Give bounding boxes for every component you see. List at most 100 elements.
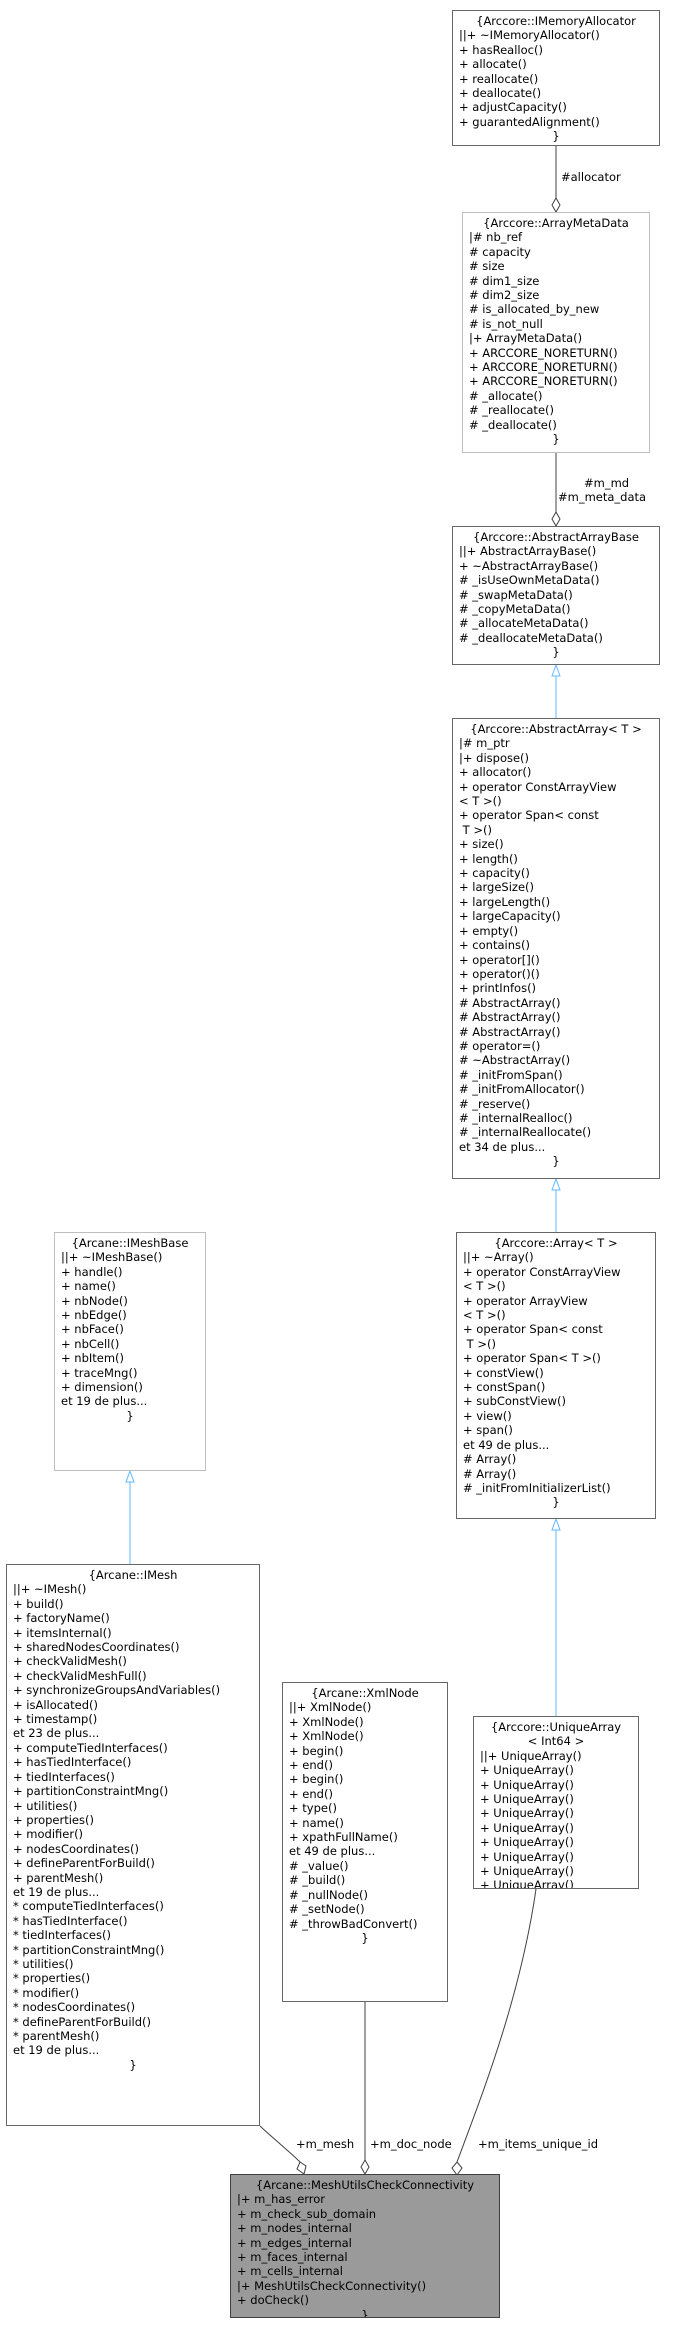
class-member: + timestamp() <box>13 1712 98 1727</box>
edge-label-m-mesh: +m_mesh <box>296 2137 355 2151</box>
class-close-brace: } <box>552 1495 560 1510</box>
inherit-arrow-array <box>551 1517 561 1531</box>
class-close-brace: } <box>126 1408 134 1423</box>
inherit-arrow-imeshbase <box>125 1469 135 1483</box>
class-member: + empty() <box>459 923 519 938</box>
class-member: < T >() <box>463 1279 506 1294</box>
class-box-abstractarraybase[interactable]: {Arccore::AbstractArrayBase||+ AbstractA… <box>452 526 660 665</box>
class-title: {Arcane::XmlNode <box>311 1686 419 1700</box>
edge-label-allocator: #allocator <box>561 170 621 184</box>
class-title: {Arccore::ArrayMetaData <box>483 216 629 230</box>
class-member: et 34 de plus... <box>459 1139 546 1154</box>
class-member: + UniqueArray() <box>480 1792 574 1807</box>
class-member: + traceMng() <box>61 1365 138 1380</box>
class-box-abstractarray[interactable]: {Arccore::AbstractArray< T >|# m_ptr|+ d… <box>452 718 660 1179</box>
class-close-brace: } <box>129 2057 137 2072</box>
class-member: et 19 de plus... <box>61 1394 148 1409</box>
class-member: + subConstView() <box>463 1394 566 1409</box>
class-box-arraymetadata[interactable]: {Arccore::ArrayMetaData|# nb_ref# capaci… <box>462 212 650 453</box>
class-member: # _nullNode() <box>289 1887 368 1902</box>
class-box-uniquearray[interactable]: {Arccore::UniqueArray< Int64 >||+ Unique… <box>473 1716 639 1889</box>
class-member: + partitionConstraintMng() <box>13 1784 169 1799</box>
class-member: + ARCCORE_NORETURN() <box>469 360 618 375</box>
edge-label-m-meta-data: #m_meta_data <box>558 490 647 504</box>
class-close-brace: } <box>552 129 560 144</box>
class-box-imesh[interactable]: {Arcane::IMesh||+ ~IMesh()+ build()+ fac… <box>6 1564 260 2126</box>
class-member: + itemsInternal() <box>13 1625 112 1640</box>
class-box-imemoryallocator[interactable]: {Arccore::IMemoryAllocator||+ ~IMemoryAl… <box>452 10 660 146</box>
class-close-brace: } <box>552 432 560 447</box>
class-title: {Arccore::UniqueArray <box>490 1720 622 1734</box>
class-title: {Arccore::AbstractArray< T > <box>470 722 642 736</box>
class-member: + size() <box>459 837 504 852</box>
inherit-arrow-abstractarraybase <box>551 663 561 677</box>
class-member: # _setNode() <box>289 1902 365 1917</box>
class-member: + build() <box>13 1596 64 1611</box>
class-member: # _isUseOwnMetaData() <box>459 573 600 588</box>
class-member: et 23 de plus... <box>13 1726 100 1741</box>
class-member: + begin() <box>289 1743 344 1758</box>
class-member: # _reserve() <box>459 1096 531 1111</box>
class-member: # size <box>469 259 505 274</box>
class-member: # _initFromSpan() <box>459 1067 563 1082</box>
class-box-xmlnode[interactable]: {Arcane::XmlNode||+ XmlNode()+ XmlNode()… <box>282 1682 448 2002</box>
class-member: |+ m_has_error <box>237 2192 326 2207</box>
aggregation-diamond-meta-data <box>551 510 561 528</box>
class-member: + name() <box>289 1815 344 1830</box>
class-member: + type() <box>289 1801 337 1816</box>
edge-mesh <box>259 2125 301 2163</box>
class-member: # AbstractArray() <box>459 1010 561 1025</box>
class-close-brace: } <box>361 2307 369 2318</box>
class-member: # _deallocateMetaData() <box>459 630 603 645</box>
class-member: # _deallocate() <box>469 417 557 432</box>
class-member: * utilities() <box>13 1956 74 1971</box>
class-member: < T >() <box>463 1308 506 1323</box>
class-member: # is_not_null <box>469 316 543 331</box>
class-member: * modifier() <box>13 1985 80 2000</box>
class-member: + ARCCORE_NORETURN() <box>469 374 618 389</box>
class-title: {Arccore::Array< T > <box>494 1236 618 1250</box>
class-title: {Arccore::IMemoryAllocator <box>476 14 636 28</box>
class-member: + modifier() <box>13 1827 84 1842</box>
class-member: + operator[]() <box>459 952 540 967</box>
class-member: # _initFromAllocator() <box>459 1082 585 1097</box>
class-member: + capacity() <box>459 866 530 881</box>
class-close-brace: } <box>361 1930 369 1945</box>
class-member: + constSpan() <box>463 1380 546 1395</box>
class-member: # _throwBadConvert() <box>289 1916 418 1931</box>
class-member: + constView() <box>463 1365 544 1380</box>
class-member: + guarantedAlignment() <box>459 114 600 129</box>
class-member: + adjustCapacity() <box>459 100 567 115</box>
class-member: et 49 de plus... <box>289 1844 376 1859</box>
class-member: |# nb_ref <box>469 230 523 245</box>
class-member: + largeSize() <box>459 880 535 895</box>
class-member: + hasTiedInterface() <box>13 1755 132 1770</box>
class-member: + m_cells_internal <box>237 2264 343 2279</box>
class-member: + nbFace() <box>61 1322 124 1337</box>
class-member: # _allocateMetaData() <box>459 616 589 631</box>
class-member: + span() <box>463 1423 513 1438</box>
aggregation-diamond-allocator <box>551 196 561 214</box>
class-member: + xpathFullName() <box>289 1830 398 1845</box>
class-member: + nbItem() <box>61 1351 125 1366</box>
inherit-arrow-abstractarray <box>551 1177 561 1191</box>
class-member: ||+ UniqueArray() <box>480 1748 582 1763</box>
class-member: + factoryName() <box>13 1611 110 1626</box>
class-member: * properties() <box>13 1971 91 1986</box>
class-member: * tiedInterfaces() <box>13 1928 111 1943</box>
class-member: ||+ ~Array() <box>463 1250 534 1265</box>
class-member: + name() <box>61 1279 116 1294</box>
class-box-array[interactable]: {Arccore::Array< T >||+ ~Array()+ operat… <box>456 1232 656 1519</box>
class-member: + nodesCoordinates() <box>13 1841 139 1856</box>
class-member: + ~AbstractArrayBase() <box>459 558 599 573</box>
edge-label-m-items-unique-id: +m_items_unique_id <box>478 2137 598 2151</box>
class-box-meshutilscheckconnectivity[interactable]: {Arcane::MeshUtilsCheckConnectivity|+ m_… <box>230 2174 500 2318</box>
class-member: + begin() <box>289 1772 344 1787</box>
class-member: ||+ ~IMesh() <box>13 1582 87 1597</box>
class-member: + defineParentForBuild() <box>13 1856 155 1871</box>
class-member: + ARCCORE_NORETURN() <box>469 345 618 360</box>
class-member: # operator=() <box>459 1038 541 1053</box>
class-box-imeshbase[interactable]: {Arcane::IMeshBase||+ ~IMeshBase()+ hand… <box>54 1232 206 1471</box>
class-member: # Array() <box>463 1466 517 1481</box>
class-member: + largeLength() <box>459 894 551 909</box>
